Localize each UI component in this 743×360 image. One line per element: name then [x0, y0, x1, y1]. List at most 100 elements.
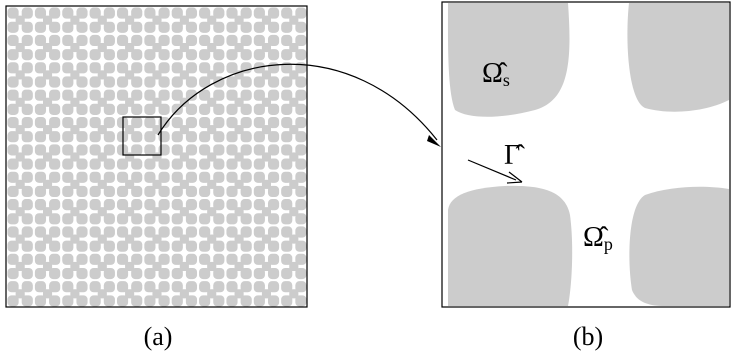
inclusion-cell: [34, 171, 61, 198]
inclusion-cell: [226, 89, 252, 115]
inclusion-cell: [116, 34, 143, 61]
inclusion-bottom-right: [629, 186, 729, 306]
inclusion-cell: [62, 116, 88, 143]
inclusion-cell: [62, 253, 88, 280]
inclusion-cell: [34, 116, 61, 143]
inclusion-cell: [281, 253, 307, 280]
inclusion-cell: [7, 226, 33, 252]
inclusion-cell: [7, 62, 33, 88]
inclusion-cell: [226, 171, 252, 198]
inclusion-cell: [226, 34, 252, 61]
inclusion-cell: [281, 7, 307, 33]
inclusion-cell: [116, 7, 143, 33]
inclusion-cell: [199, 34, 225, 61]
inclusion-cell: [171, 226, 198, 252]
inclusion-cell: [144, 226, 170, 252]
inclusion-cell: [116, 171, 143, 198]
inclusion-cell: [34, 281, 61, 307]
inclusion-cell: [62, 89, 88, 115]
inclusion-cell: [171, 116, 198, 143]
interface-label: Γ̂: [504, 140, 525, 171]
inclusion-cell: [116, 89, 143, 115]
inclusion-cell: [89, 89, 115, 115]
inclusion-cell: [7, 34, 33, 61]
inclusion-cell: [34, 7, 61, 33]
inclusion-cell: [116, 226, 143, 252]
inclusion-cell: [199, 116, 225, 143]
inclusion-cell: [281, 171, 307, 198]
inclusion-cell: [144, 253, 170, 280]
inclusion-cell: [199, 253, 225, 280]
connector-arrowhead: [427, 135, 441, 147]
connector-curve: [157, 63, 438, 141]
inclusion-cell: [171, 253, 198, 280]
panel-a: (a): [5, 5, 308, 351]
inclusion-cell: [281, 144, 307, 170]
inclusion-cell: [34, 144, 61, 170]
inclusion-cell: [253, 116, 280, 143]
inclusion-cell: [89, 34, 115, 61]
inclusion-cell: [171, 89, 198, 115]
inclusion-cell: [89, 226, 115, 252]
inclusion-cell: [89, 253, 115, 280]
inclusion-cell: [199, 89, 225, 115]
inclusion-cell: [116, 281, 143, 307]
inclusion-cell: [62, 144, 88, 170]
inclusion-cell: [89, 171, 115, 198]
panel-b-caption: (b): [573, 322, 603, 351]
inclusion-cell: [62, 226, 88, 252]
inclusion-cell: [89, 281, 115, 307]
inclusion-cell: [253, 7, 280, 33]
inclusion-cell: [116, 253, 143, 280]
inclusion-cell: [89, 199, 115, 225]
inclusion-cell: [144, 281, 170, 307]
interface-arrow-line: [467, 159, 517, 181]
inclusion-cell: [199, 281, 225, 307]
inclusion-cell: [226, 253, 252, 280]
zoom-connector: [157, 63, 441, 147]
inclusion-cell: [89, 116, 115, 143]
inclusion-cell: [171, 62, 198, 88]
inclusion-cell: [62, 171, 88, 198]
periodic-inclusions: [7, 7, 307, 307]
inclusion-cell: [281, 62, 307, 88]
inclusion-top-left: [447, 3, 570, 117]
inclusion-cell: [253, 253, 280, 280]
inclusion-cell: [34, 34, 61, 61]
inclusion-cell: [116, 116, 143, 143]
inclusion-cell: [281, 116, 307, 143]
inclusion-cell: [144, 199, 170, 225]
inclusion-cell: [7, 281, 33, 307]
inclusion-cell: [226, 7, 252, 33]
inclusion-cell: [281, 199, 307, 225]
inclusion-cell: [144, 62, 170, 88]
inclusion-cell: [34, 226, 61, 252]
inclusion-cell: [62, 199, 88, 225]
inclusion-cell: [144, 171, 170, 198]
inclusion-cell: [253, 34, 280, 61]
inclusion-cell: [171, 199, 198, 225]
inclusion-cell: [7, 7, 33, 33]
inclusion-cell: [253, 199, 280, 225]
inclusion-cell: [171, 144, 198, 170]
inclusion-cell: [34, 199, 61, 225]
inclusion-cell: [171, 7, 198, 33]
inclusion-cell: [144, 116, 170, 143]
inclusion-cell: [116, 199, 143, 225]
panel-a-frame: [5, 5, 308, 308]
panel-b: Ω̂s Γ̂ Ω̂p (b): [441, 1, 731, 351]
inclusion-cell: [34, 253, 61, 280]
inclusion-cell: [199, 144, 225, 170]
inclusion-cell: [89, 62, 115, 88]
zoom-window: [122, 116, 162, 156]
inclusion-cell: [253, 226, 280, 252]
inclusion-cell: [226, 199, 252, 225]
inclusion-cell: [253, 89, 280, 115]
inclusion-top-right: [627, 3, 729, 112]
inclusion-cell: [226, 226, 252, 252]
inclusion-cell: [226, 281, 252, 307]
inclusion-cell: [199, 199, 225, 225]
inclusion-cell: [116, 62, 143, 88]
inclusion-cell: [144, 34, 170, 61]
